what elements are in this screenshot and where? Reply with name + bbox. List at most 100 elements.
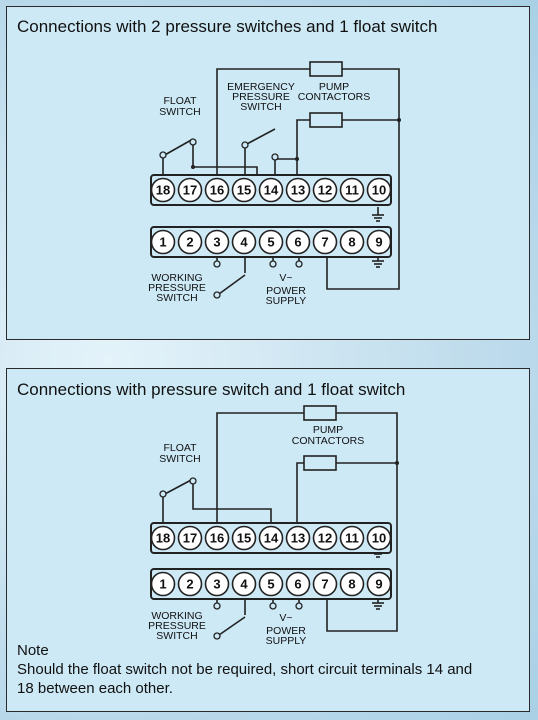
terminal-7 — [312, 229, 338, 255]
terminal-11 — [339, 525, 365, 551]
terminal-number: 2 — [186, 577, 193, 592]
pump-contactor-1 — [303, 405, 337, 421]
emergency-switch-label: EMERGENCY PRESSURE SWITCH — [227, 81, 295, 113]
note-text: Should the float switch not be required,… — [17, 661, 473, 697]
wire — [296, 119, 310, 187]
float-switch-contact — [162, 478, 194, 496]
note-heading: Note — [17, 642, 49, 659]
terminal-number: 18 — [156, 531, 170, 546]
working-switch-label: WORKING PRESSURE SWITCH — [148, 272, 206, 304]
wire — [326, 120, 400, 290]
terminal-number: 15 — [237, 183, 251, 198]
svg-text:V~: V~ — [279, 612, 292, 624]
terminal-number: 13 — [291, 531, 305, 546]
emergency-switch-contact — [244, 128, 276, 146]
svg-text:FLOAT: FLOAT — [163, 95, 197, 107]
terminal-number: 10 — [372, 183, 386, 198]
terminal-15 — [231, 525, 257, 551]
terminal-number: 12 — [318, 183, 332, 198]
svg-text:SWITCH: SWITCH — [159, 453, 200, 465]
terminal-number: 8 — [348, 235, 355, 250]
terminal-number: 17 — [183, 531, 197, 546]
pump-contactor-2 — [303, 455, 337, 471]
svg-text:SUPPLY: SUPPLY — [266, 635, 307, 647]
wires — [162, 61, 400, 295]
terminal-7 — [312, 571, 338, 597]
terminal-17 — [177, 525, 203, 551]
svg-text:SWITCH: SWITCH — [156, 292, 197, 304]
float-switch-contact — [162, 138, 194, 157]
panel-title: Connections with 2 pressure switches and… — [17, 17, 438, 36]
terminal-number: 6 — [294, 577, 301, 592]
terminal-18 — [150, 177, 176, 203]
terminal-13 — [285, 525, 311, 551]
terminal-number: 7 — [321, 235, 328, 250]
terminal-number: 5 — [267, 235, 274, 250]
terminal-5 — [258, 229, 284, 255]
terminal-2 — [177, 229, 203, 255]
terminal-number: 11 — [345, 531, 359, 546]
terminal-number: 17 — [183, 183, 197, 198]
working-switch-contact — [218, 274, 246, 295]
wire — [216, 412, 304, 523]
terminal-4 — [231, 229, 257, 255]
svg-text:V~: V~ — [279, 272, 292, 284]
terminal-number: 16 — [210, 531, 224, 546]
terminal-4 — [231, 571, 257, 597]
wire — [296, 462, 304, 523]
terminal-number: 11 — [345, 183, 359, 198]
terminal-8 — [339, 571, 365, 597]
wire — [192, 483, 272, 523]
terminal-5 — [258, 571, 284, 597]
terminal-number: 5 — [267, 577, 274, 592]
terminal-15 — [231, 177, 257, 203]
terminal-number: 1 — [159, 235, 166, 250]
svg-text:PUMP: PUMP — [313, 424, 343, 436]
pump-contactor-1 — [309, 61, 343, 77]
terminal-number: 9 — [375, 235, 382, 250]
terminal-16 — [204, 177, 230, 203]
wire — [326, 463, 398, 632]
terminal-3 — [204, 571, 230, 597]
svg-text:FLOAT: FLOAT — [163, 442, 197, 454]
terminal-number: 16 — [210, 183, 224, 198]
panel-title: Connections with pressure switch and 1 f… — [17, 380, 406, 399]
terminal-1 — [150, 229, 176, 255]
terminal-12 — [312, 525, 338, 551]
contact-circles — [159, 138, 303, 299]
wire — [336, 412, 398, 463]
svg-text:WORKING: WORKING — [151, 610, 202, 622]
svg-text:PUMP: PUMP — [319, 81, 349, 93]
terminal-number: 2 — [186, 235, 193, 250]
terminal-14 — [258, 177, 284, 203]
terminal-18 — [150, 525, 176, 551]
power-supply-label: V~ POWER SUPPLY — [266, 272, 307, 307]
terminal-11 — [339, 177, 365, 203]
diagram-panel-one-pressure-switch: Connections with pressure switch and 1 f… — [6, 368, 530, 712]
terminal-3 — [204, 229, 230, 255]
terminal-9 — [366, 229, 392, 255]
terminal-number: 7 — [321, 577, 328, 592]
junction-dots — [395, 461, 399, 465]
contact-circles — [159, 477, 303, 640]
terminal-17 — [177, 177, 203, 203]
svg-text:SWITCH: SWITCH — [156, 630, 197, 642]
terminal-number: 1 — [159, 577, 166, 592]
terminal-2 — [177, 571, 203, 597]
svg-text:POWER: POWER — [266, 285, 306, 297]
working-switch-contact — [218, 616, 246, 636]
terminal-number: 8 — [348, 577, 355, 592]
terminal-10 — [366, 525, 392, 551]
svg-text:POWER: POWER — [266, 625, 306, 637]
terminal-number: 4 — [240, 577, 248, 592]
terminal-6 — [285, 571, 311, 597]
terminal-number: 3 — [213, 577, 220, 592]
diagram-panel-two-pressure-switches: Connections with 2 pressure switches and… — [6, 6, 530, 340]
terminal-13 — [285, 177, 311, 203]
working-switch-label: WORKING PRESSURE SWITCH — [148, 610, 206, 642]
power-supply-label: V~ POWER SUPPLY — [266, 612, 307, 647]
terminal-number: 4 — [240, 235, 248, 250]
